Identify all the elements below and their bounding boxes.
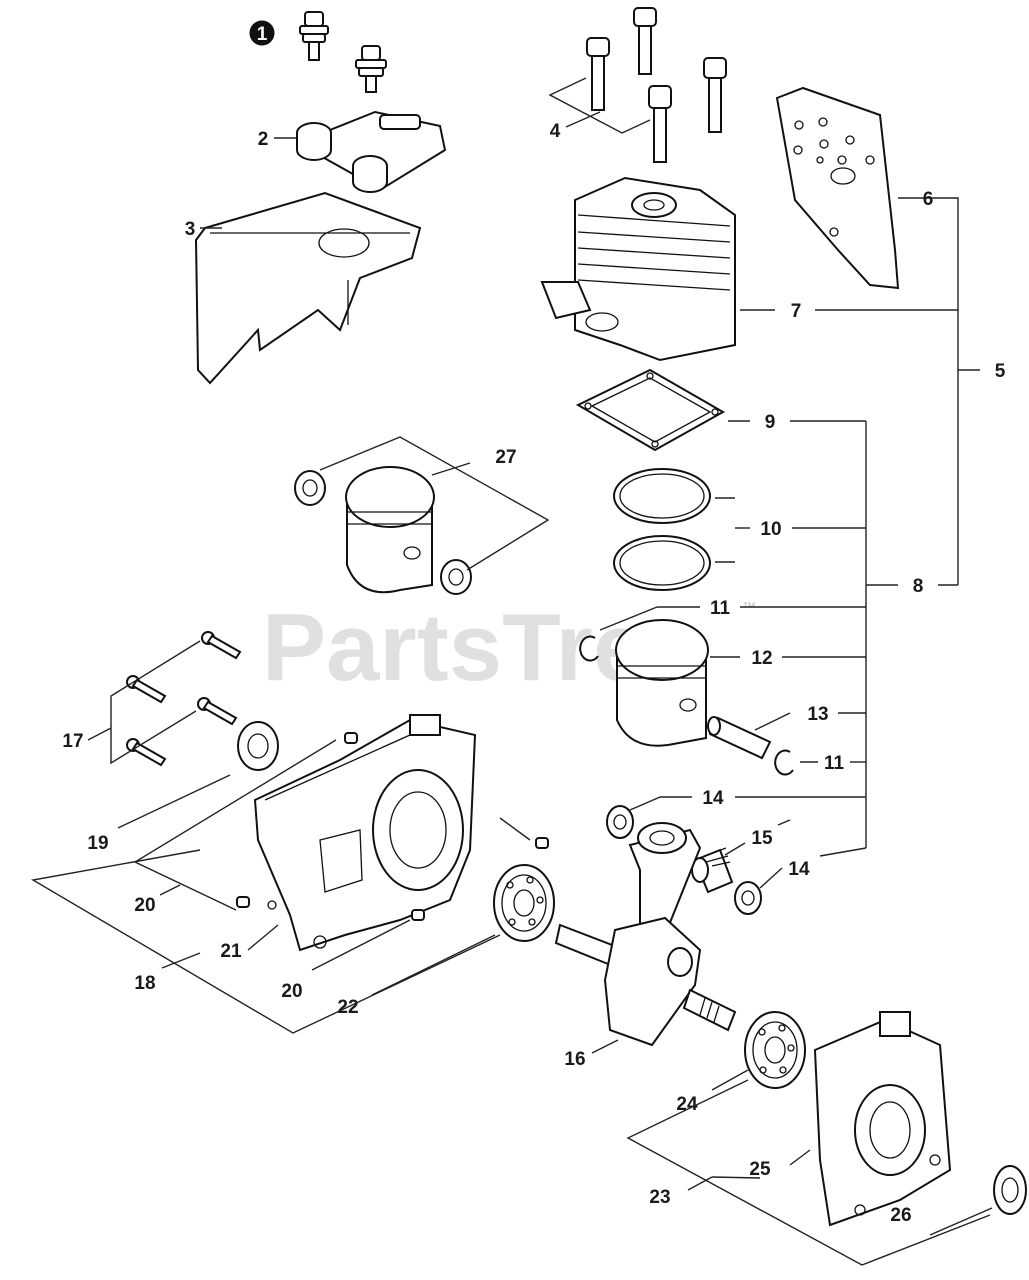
callout-6: 6 xyxy=(923,189,934,210)
thrust-washer-part-14a[interactable] xyxy=(606,805,634,839)
callout-8: 8 xyxy=(913,576,924,597)
bracket-part-2[interactable] xyxy=(296,110,447,193)
needle-bearing-part-15[interactable] xyxy=(691,847,734,894)
callout-15: 15 xyxy=(751,828,773,849)
callout-2: 2 xyxy=(258,129,269,150)
gasket-part-9[interactable] xyxy=(575,368,726,452)
cover-part-3[interactable] xyxy=(194,191,422,385)
piston-kit-part-27[interactable] xyxy=(294,466,472,595)
callout-9: 9 xyxy=(765,412,776,433)
callout-27: 27 xyxy=(495,447,516,468)
callout-16: 16 xyxy=(564,1049,585,1070)
callout-4: 4 xyxy=(550,121,561,142)
callout-1: 1 xyxy=(257,24,268,45)
piston-rings-part-10[interactable] xyxy=(613,468,711,591)
callout-13: 13 xyxy=(807,704,828,725)
cylinder-part-7[interactable] xyxy=(540,176,736,362)
dowel-pins-part-20[interactable] xyxy=(236,732,549,921)
crankcase-part-25[interactable] xyxy=(813,1011,952,1227)
callout-20b: 20 xyxy=(281,981,302,1002)
crankcase-screws-part-17[interactable] xyxy=(126,631,242,767)
callout-23: 23 xyxy=(649,1187,670,1208)
callout-26: 26 xyxy=(890,1205,911,1226)
callout-7: 7 xyxy=(791,301,802,322)
callout-14a: 14 xyxy=(702,788,724,809)
callout-14b: 14 xyxy=(788,859,810,880)
thrust-washer-part-14b[interactable] xyxy=(734,881,762,915)
oil-seal-part-26[interactable] xyxy=(993,1165,1027,1215)
callout-20a: 20 xyxy=(134,895,155,916)
callout-18: 18 xyxy=(134,973,155,994)
screw-part-1b[interactable] xyxy=(355,45,387,93)
cylinder-bolts-part-4[interactable] xyxy=(586,7,727,163)
oil-seal-part-19[interactable] xyxy=(237,721,279,771)
piston-pin-clip-part-11b[interactable] xyxy=(774,749,794,776)
callout-24: 24 xyxy=(676,1094,698,1115)
piston-pin-clip-part-11a[interactable] xyxy=(579,635,599,662)
callout-10: 10 xyxy=(760,519,781,540)
callout-21: 21 xyxy=(220,941,242,962)
screw-part-1a[interactable] xyxy=(299,11,329,61)
crankcase-part-21[interactable] xyxy=(253,714,477,952)
callout-17: 17 xyxy=(62,731,83,752)
callout-5: 5 xyxy=(995,361,1006,382)
callout-25: 25 xyxy=(749,1159,771,1180)
heat-shield-part-6[interactable] xyxy=(775,86,900,290)
callout-badge-1 xyxy=(249,20,275,46)
ball-bearing-part-22[interactable] xyxy=(493,864,555,942)
callout-3: 3 xyxy=(185,219,196,240)
ball-bearing-part-24[interactable] xyxy=(744,1011,806,1089)
callout-12: 12 xyxy=(751,648,772,669)
piston-part-12[interactable] xyxy=(615,619,709,747)
callout-11a: 11 xyxy=(710,598,731,619)
crankshaft-part-16[interactable] xyxy=(554,822,737,1047)
callout-19: 19 xyxy=(87,833,108,854)
piston-pin-part-13[interactable] xyxy=(707,716,772,760)
callout-11b: 11 xyxy=(824,753,845,774)
